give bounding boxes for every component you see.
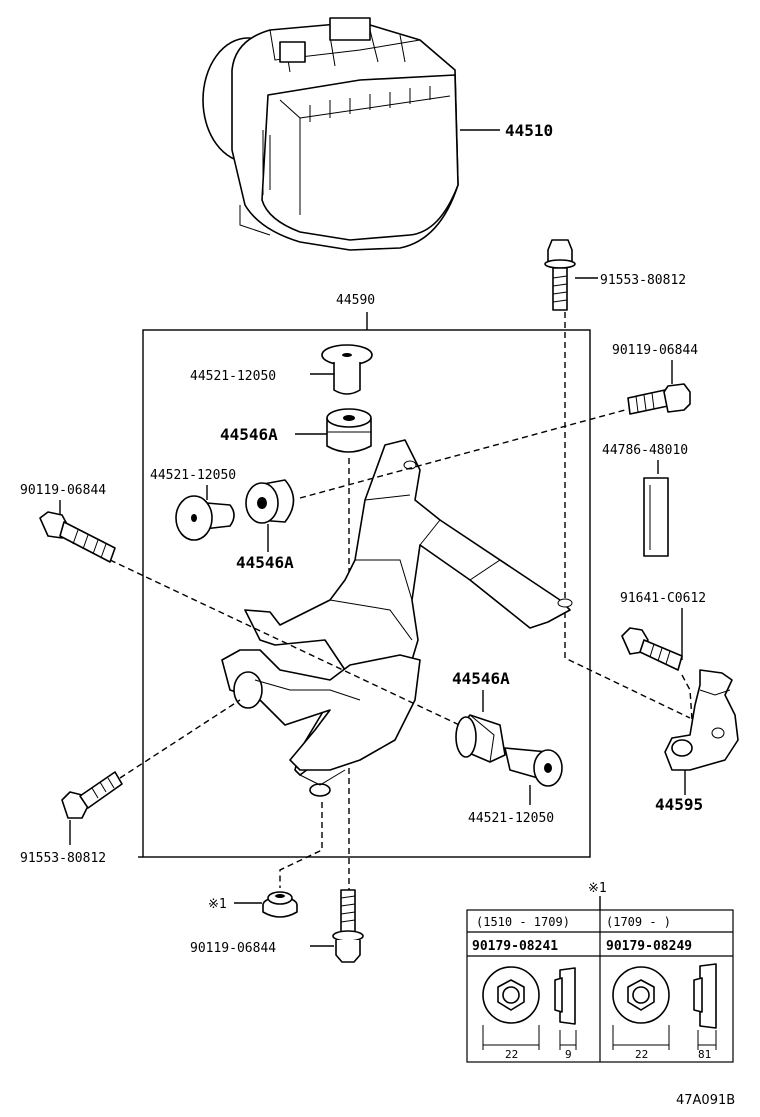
cushion-top-drawing bbox=[326, 408, 372, 453]
label-cushion-left: 44546A bbox=[236, 553, 294, 572]
bracket-right-drawing bbox=[664, 669, 739, 771]
label-bolt-left: 90119-06844 bbox=[20, 483, 106, 498]
label-plate: 44786-48010 bbox=[602, 443, 688, 458]
plate-drawing bbox=[643, 477, 669, 557]
bolt-top-right-drawing bbox=[544, 239, 576, 311]
label-bracket-right: 44595 bbox=[655, 795, 703, 814]
collar-right-drawing bbox=[504, 747, 563, 787]
bolt-right-drawing bbox=[621, 627, 683, 671]
table-col2-dia: 22 bbox=[635, 1048, 648, 1061]
label-bracket-assy: 44590 bbox=[336, 293, 375, 308]
label-bolt-upper-right: 90119-06844 bbox=[612, 343, 698, 358]
abs-actuator-drawing bbox=[202, 17, 459, 251]
cushion-right-drawing bbox=[455, 714, 506, 763]
label-collar-top: 44521-12050 bbox=[190, 369, 276, 384]
bolt-upper-right-drawing bbox=[627, 383, 691, 415]
table-col2-height: 81 bbox=[698, 1048, 711, 1061]
bolt-bottom-left-drawing bbox=[61, 771, 123, 819]
label-collar-right: 44521-12050 bbox=[468, 811, 554, 826]
collar-left-drawing bbox=[175, 495, 235, 541]
table-col2-range: (1709 - ) bbox=[606, 915, 671, 929]
table-col1-range: (1510 - 1709) bbox=[476, 915, 570, 929]
table-col1-height: 9 bbox=[565, 1048, 572, 1061]
bracket-drawing bbox=[221, 439, 573, 797]
collar-top-drawing bbox=[321, 344, 373, 395]
label-bolt-right: 91641-C0612 bbox=[620, 591, 706, 606]
bolt-left-drawing bbox=[39, 511, 116, 563]
label-bolt-bottom: 90119-06844 bbox=[190, 941, 276, 956]
label-actuator: 44510 bbox=[505, 121, 553, 140]
table-col1-part: 90179-08241 bbox=[472, 939, 558, 954]
label-nut-ref: ※1 bbox=[208, 897, 227, 912]
table-ref: ※1 bbox=[588, 881, 607, 896]
label-cushion-top: 44546A bbox=[220, 425, 278, 444]
label-collar-left: 44521-12050 bbox=[150, 468, 236, 483]
cushion-left-drawing bbox=[245, 479, 295, 524]
nut-variant-table: ※1 (1510 - 1709) (1709 - ) 90179-08241 9… bbox=[466, 881, 734, 1063]
bracket-assembly-frame bbox=[142, 329, 591, 858]
label-bolt-top-right: 91553-80812 bbox=[600, 273, 686, 288]
bolt-bottom-drawing bbox=[332, 889, 364, 963]
table-col2-part: 90179-08249 bbox=[606, 939, 692, 954]
figure-id: 47A091B bbox=[676, 1093, 735, 1108]
label-bolt-bottom-left: 91553-80812 bbox=[20, 851, 106, 866]
label-cushion-right: 44546A bbox=[452, 669, 510, 688]
nut-drawing bbox=[262, 891, 298, 918]
table-col1-dia: 22 bbox=[505, 1048, 518, 1061]
